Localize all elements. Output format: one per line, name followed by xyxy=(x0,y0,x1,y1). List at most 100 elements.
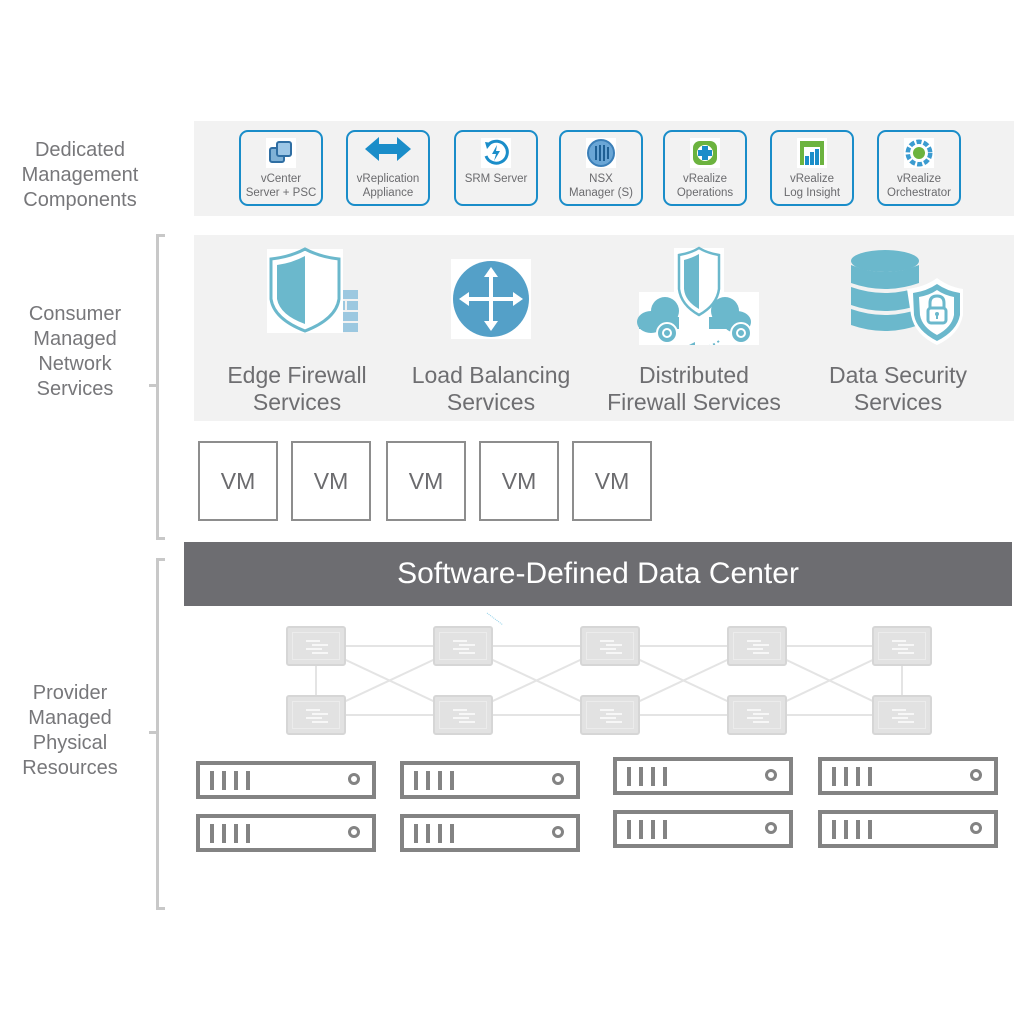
server-rack-unit xyxy=(613,757,793,795)
service-distributed-firewall-line1: Distributed xyxy=(639,362,749,388)
switch-arrows-icon xyxy=(892,640,914,654)
server-drive-bays xyxy=(627,767,675,791)
management-component-label-line1: vReplication xyxy=(356,173,420,185)
server-rack-unit xyxy=(818,810,998,848)
network-switch xyxy=(433,626,493,666)
vm-box[interactable]: VM xyxy=(479,441,559,521)
switch-arrows-icon xyxy=(453,709,475,723)
label-provider-managed: Provider Managed Physical Resources xyxy=(22,682,118,779)
vm-box[interactable]: VM xyxy=(572,441,652,521)
network-switch-face xyxy=(439,632,487,660)
management-component-label-line2: Orchestrator xyxy=(887,187,951,199)
switch-arrows-icon xyxy=(892,709,914,723)
service-load-balancing-line1: Load Balancing xyxy=(411,362,571,388)
management-component-label: NSX Manager (S) xyxy=(561,172,641,200)
vrealize-operations-icon xyxy=(690,138,720,168)
service-data-security-line2: Services xyxy=(853,389,943,415)
management-component-label-line1: SRM Server xyxy=(464,173,528,185)
switch-arrows-icon xyxy=(306,709,328,723)
service-edge-firewall-line2: Services xyxy=(252,389,342,415)
switch-arrows-icon xyxy=(453,640,475,654)
management-component-label-line1: vRealize xyxy=(896,173,942,185)
server-power-led-icon xyxy=(765,769,777,781)
management-component-label-line2: Appliance xyxy=(362,187,414,199)
management-component-label-line2: Operations xyxy=(676,187,734,199)
management-component-card[interactable]: NSX Manager (S) xyxy=(559,130,643,206)
server-drive-bays xyxy=(832,767,880,791)
vrealize-log-insight-icon xyxy=(797,138,827,168)
server-power-led-icon xyxy=(970,769,982,781)
server-power-led-icon xyxy=(348,826,360,838)
label-consumer-managed: Consumer Managed Network Services xyxy=(28,303,122,400)
vrealize-orchestrator-icon xyxy=(904,138,934,168)
service-edge-firewall-line1: Edge Firewall xyxy=(227,362,367,388)
switch-arrows-icon xyxy=(600,640,622,654)
vm-box[interactable]: VM xyxy=(198,441,278,521)
network-switch-face xyxy=(878,632,926,660)
vm-box[interactable]: VM xyxy=(386,441,466,521)
management-component-label-line2: Server + PSC xyxy=(245,187,317,199)
network-switch-face xyxy=(586,632,634,660)
nsx-icon xyxy=(586,138,616,168)
label-dedicated-management: Dedicated Management Components xyxy=(21,139,139,211)
load-balancer-icon xyxy=(451,259,531,339)
management-component-card[interactable]: SRM Server xyxy=(454,130,538,206)
network-switch-face xyxy=(878,701,926,729)
network-switch-face xyxy=(292,701,340,729)
switch-arrows-icon xyxy=(306,640,328,654)
server-rack-unit xyxy=(613,810,793,848)
bracket-provider-tick xyxy=(149,731,157,734)
management-component-label-line1: NSX xyxy=(589,173,613,185)
bracket-provider xyxy=(156,558,165,910)
network-switch-face xyxy=(733,701,781,729)
management-component-label-line2: Log Insight xyxy=(783,187,841,199)
management-component-label: SRM Server xyxy=(456,172,536,186)
server-power-led-icon xyxy=(348,773,360,785)
network-switch-face xyxy=(586,701,634,729)
server-rack-unit xyxy=(400,761,580,799)
server-drive-bays xyxy=(210,771,258,795)
network-switch xyxy=(872,695,932,735)
edge-firewall-icon xyxy=(267,247,362,343)
vcenter-icon xyxy=(266,138,296,168)
data-security-icon xyxy=(851,250,963,345)
network-switch xyxy=(727,695,787,735)
switch-arrows-icon xyxy=(747,640,769,654)
network-switch-face xyxy=(439,701,487,729)
sddc-label: Software-Defined Data Center xyxy=(397,557,799,590)
server-drive-bays xyxy=(832,820,880,844)
server-rack-unit xyxy=(196,814,376,852)
server-power-led-icon xyxy=(765,822,777,834)
server-rack-unit xyxy=(818,757,998,795)
server-drive-bays xyxy=(627,820,675,844)
server-power-led-icon xyxy=(552,773,564,785)
service-distributed-firewall-line2: Firewall Services xyxy=(607,389,781,415)
vm-box[interactable]: VM xyxy=(291,441,371,521)
switch-arrows-icon xyxy=(600,709,622,723)
network-switch xyxy=(286,695,346,735)
server-drive-bays xyxy=(414,824,462,848)
bracket-consumer-tick xyxy=(149,384,157,387)
switch-arrows-icon xyxy=(747,709,769,723)
management-component-label-line2: Manager (S) xyxy=(569,187,633,199)
network-switch-face xyxy=(733,632,781,660)
bidirectional-arrow-icon xyxy=(363,134,413,164)
management-component-label-line1: vRealize xyxy=(789,173,835,185)
server-rack-unit xyxy=(400,814,580,852)
bracket-consumer xyxy=(156,234,165,540)
sddc-bar: Software-Defined Data Center xyxy=(184,542,1012,606)
